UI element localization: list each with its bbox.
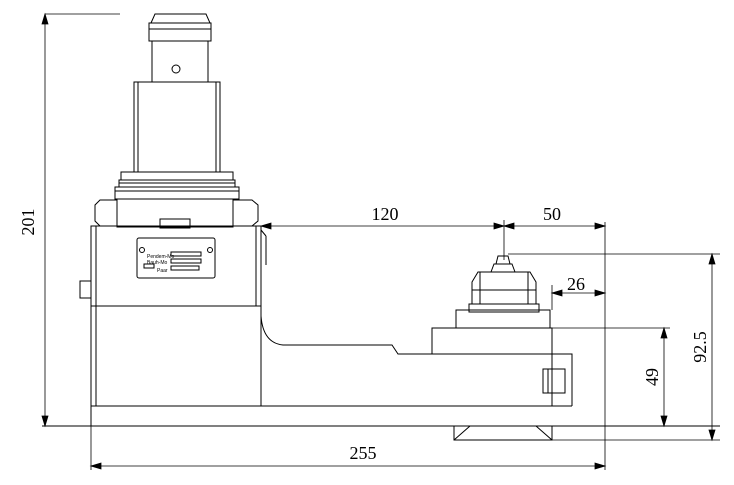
dimension-label-26: 26 bbox=[567, 274, 585, 294]
arm-extension bbox=[42, 315, 720, 441]
dimension-lines bbox=[41, 12, 720, 470]
dimension-label-50: 50 bbox=[543, 204, 561, 224]
dimension-label-201: 201 bbox=[18, 209, 38, 236]
actuator-body bbox=[79, 198, 267, 407]
clamp-bolt bbox=[455, 255, 551, 329]
dimension-label-120: 120 bbox=[372, 204, 399, 224]
nameplate-line3: Paar bbox=[157, 268, 168, 274]
nameplate bbox=[136, 237, 216, 279]
nameplate-line1: Pendem-Mo bbox=[147, 254, 174, 260]
dimension-label-255: 255 bbox=[350, 443, 377, 463]
dimension-label-92-5: 92.5 bbox=[690, 331, 710, 363]
nameplate-line2: Bauh-Mo bbox=[147, 260, 168, 266]
top-cylinder bbox=[114, 13, 240, 200]
dimension-label-49: 49 bbox=[642, 368, 662, 386]
